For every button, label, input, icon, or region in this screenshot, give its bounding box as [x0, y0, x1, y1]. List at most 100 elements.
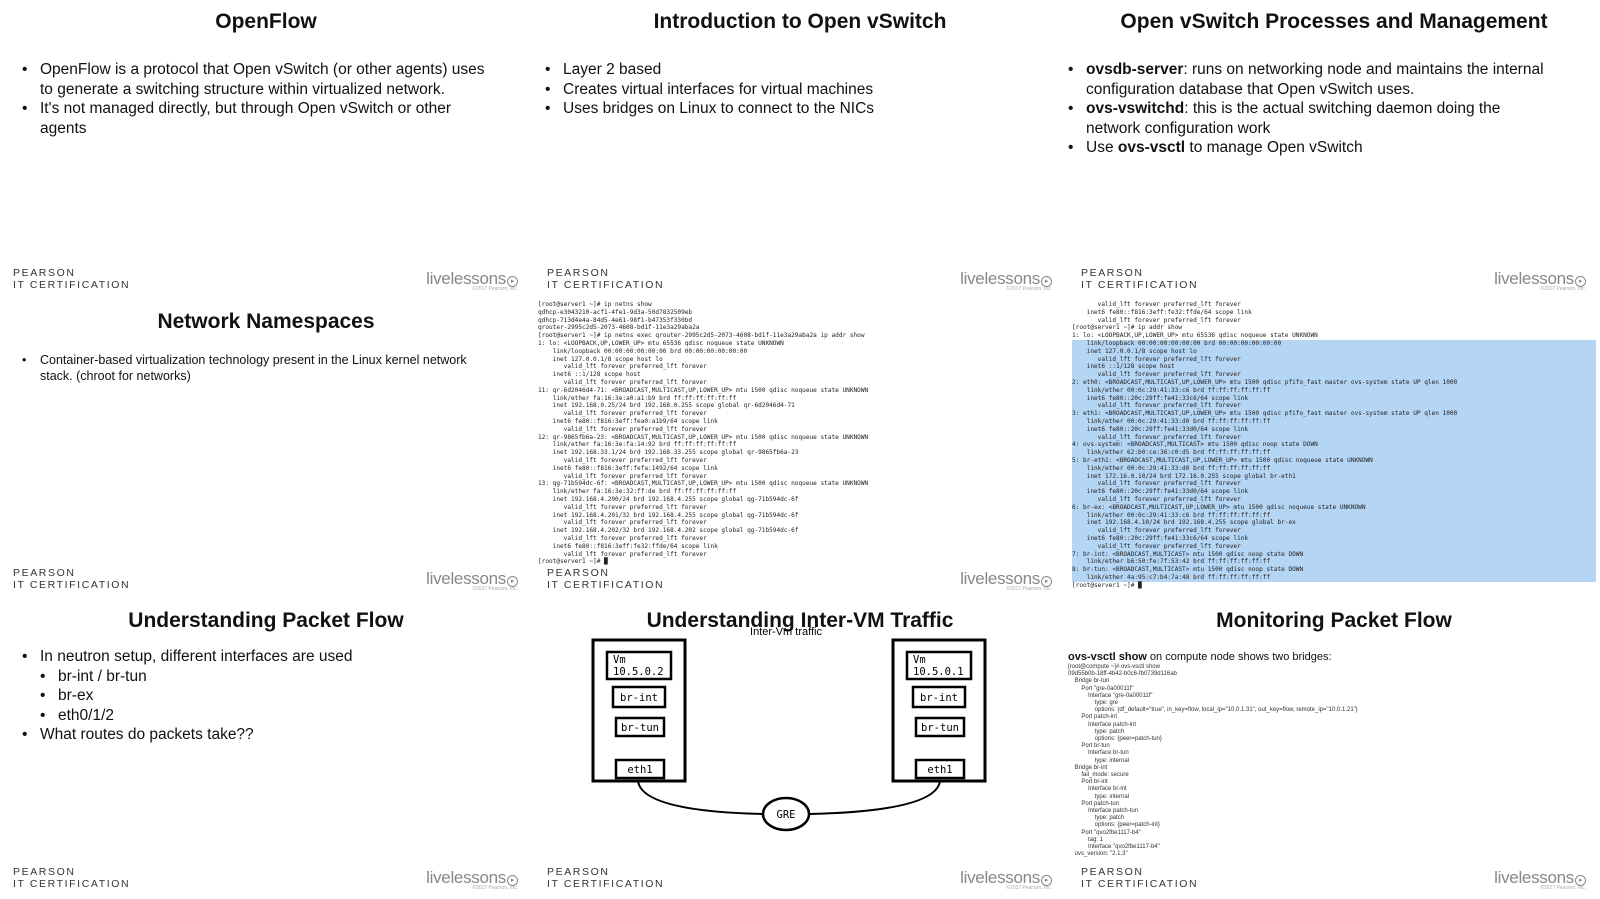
br-tun-right: [914, 716, 966, 738]
terminal-line: link/loopback 00:00:00:00:00:00 brd 00:0…: [538, 347, 748, 355]
terminal-line: [root@server1 ~]# ip netns exec qrouter-…: [538, 332, 865, 340]
slide-title: Network Namespaces: [157, 310, 375, 333]
slide-title: OpenFlow: [215, 10, 317, 33]
terminal-line: link/ether 00:0c:29:41:33:c6 brd ff:ff:f…: [1072, 511, 1596, 520]
terminal-line: valid_lft forever preferred_lft forever: [538, 378, 707, 386]
terminal-line: link/ether fa:16:3e:32:ff:de brd ff:ff:f…: [538, 488, 737, 496]
terminal-line: valid_lft forever preferred_lft forever: [538, 550, 707, 558]
terminal-line: valid_lft forever preferred_lft forever: [1072, 355, 1596, 364]
terminal-ip-addr: valid_lft forever preferred_lft forever …: [1068, 300, 1600, 593]
bullet-item: Uses bridges on Linux to connect to the …: [545, 99, 1045, 119]
livelessons-logo: livelessons▸©2017 Pearson, Inc.: [426, 868, 518, 891]
terminal-line: [root@server1 ~]# █: [538, 558, 608, 566]
svg-text:GRE: GRE: [777, 809, 796, 821]
br-int-left: [611, 685, 667, 709]
terminal-line: valid_lft forever preferred_lft forever: [1072, 402, 1596, 411]
terminal-line: link/ether b6:50:fe:7f:53:42 brd ff:ff:f…: [1072, 558, 1596, 567]
terminal-line: valid_lft forever preferred_lft forever: [1072, 495, 1596, 504]
play-icon: ▸: [1041, 875, 1052, 886]
terminal-line: inet 172.16.0.10/24 brd 172.16.0.255 sco…: [1072, 472, 1596, 481]
terminal-line: qdhcp-713d4e4a-84d5-4e61-98f1-b47353f330…: [538, 316, 693, 324]
terminal-line: link/loopback 00:00:00:00:00:00 brd 00:0…: [1072, 339, 1596, 348]
bullet-item: OpenFlow is a protocol that Open vSwitch…: [22, 60, 492, 99]
terminal-line: valid_lft forever preferred_lft forever: [1072, 433, 1596, 442]
slide-network-namespaces: Network Namespaces Container-based virtu…: [0, 300, 532, 593]
vm-box-left: [605, 650, 673, 681]
slide-title: Introduction to Open vSwitch: [653, 10, 947, 33]
tunnel-line-right: [809, 780, 941, 815]
bullet-item: Container-based virtualization technolog…: [22, 353, 502, 384]
vm-label-right: Vm: [913, 654, 926, 666]
slide-openflow: OpenFlow OpenFlow is a protocol that Ope…: [0, 0, 532, 293]
terminal-line: link/ether 00:0c:29:41:33:d0 brd ff:ff:f…: [1072, 464, 1596, 473]
terminal-line: link/ether fa:16:3e:fa:14:92 brd ff:ff:f…: [538, 441, 737, 449]
terminal-line: valid_lft forever preferred_lft forever: [538, 456, 707, 464]
terminal-line: qdhcp-e3043210-acf1-4fe1-9d3a-50d7832509…: [538, 308, 693, 316]
terminal-line: 1: lo: <LOOPBACK,UP,LOWER_UP> mtu 65536 …: [1072, 332, 1318, 340]
terminal-line: inet6 fe80::20c:29ff:fe41:33d0/64 scope …: [1072, 488, 1596, 496]
play-icon: ▸: [1041, 576, 1052, 587]
play-icon: ▸: [507, 875, 518, 886]
bullet-item: In neutron setup, different interfaces a…: [22, 647, 502, 667]
terminal-line: inet 127.0.0.1/8 scope host lo: [1072, 347, 1596, 356]
terminal-line: [root@server1 ~]# ip netns show: [538, 301, 652, 308]
bullet-list: OpenFlow is a protocol that Open vSwitch…: [22, 60, 492, 138]
terminal-line: inet 127.0.0.1/8 scope host lo: [538, 355, 663, 363]
inter-vm-diagram: Inter-Vm traffic Vm 10.5.0.2 br-int br-t…: [591, 626, 987, 832]
vm-ip-right: 10.5.0.1: [913, 666, 964, 678]
slide-monitoring-packet-flow: Monitoring Packet Flow ovs-vsctl show on…: [1068, 599, 1600, 892]
terminal-line: inet6 fe80::f816:3eff:fea0:a1b9/64 scope…: [538, 417, 718, 425]
terminal-line: 6: br-ex: <BROADCAST,MULTICAST,UP,LOWER_…: [1072, 503, 1596, 512]
svg-text:br-tun: br-tun: [621, 722, 659, 734]
terminal-line: 7: br-int: <BROADCAST,MULTICAST> mtu 150…: [1072, 550, 1596, 559]
vm-box-right: [905, 650, 973, 681]
terminal-line: inet 192.168.0.25/24 brd 192.168.0.255 s…: [538, 402, 795, 410]
terminal-line: 1: lo: <LOOPBACK,UP,LOWER_UP> mtu 65536 …: [538, 339, 784, 347]
livelessons-logo: livelessons▸©2017 Pearson, Inc.: [1494, 868, 1586, 891]
terminal-line: link/ether fa:16:3e:a0:a1:b9 brd ff:ff:f…: [538, 394, 737, 402]
bullet-list: Layer 2 based Creates virtual interfaces…: [545, 60, 1045, 119]
terminal-line: 5: br-eth1: <BROADCAST,MULTICAST,UP,LOWE…: [1072, 456, 1596, 465]
bullet-list: In neutron setup, different interfaces a…: [22, 647, 502, 745]
terminal-line: link/ether 00:0c:29:41:33:c6 brd ff:ff:f…: [1072, 386, 1596, 395]
bullet-item: What routes do packets take??: [22, 725, 502, 745]
eth1-left: [614, 758, 666, 780]
terminal-line: 4: ovs-system: <BROADCAST,MULTICAST> mtu…: [1072, 441, 1596, 450]
terminal-line: inet6 ::1/128 scope host: [538, 371, 641, 379]
bullet-item: eth0/1/2: [22, 706, 502, 726]
svg-text:br-int: br-int: [620, 692, 658, 704]
slide-ovs-processes: Open vSwitch Processes and Management ov…: [1068, 0, 1600, 293]
terminal-line: inet 192.168.33.1/24 brd 192.168.33.255 …: [538, 449, 799, 457]
vm-label-left: Vm: [613, 654, 626, 666]
svg-text:eth1: eth1: [627, 764, 652, 776]
terminal-line: valid_lft forever preferred_lft forever: [538, 472, 707, 480]
terminal-line: valid_lft forever preferred_lft forever: [1072, 527, 1596, 535]
terminal-line: valid_lft forever preferred_lft forever: [538, 363, 707, 371]
monitoring-content: ovs-vsctl show on compute node shows two…: [1068, 599, 1600, 892]
bullet-item: br-ex: [22, 686, 502, 706]
terminal-line: valid_lft forever preferred_lft forever: [538, 425, 707, 433]
tunnel-line-left: [637, 780, 763, 815]
slide-title: Monitoring Packet Flow: [1216, 609, 1452, 632]
terminal-output[interactable]: valid_lft forever preferred_lft forever …: [1068, 300, 1600, 593]
play-icon: ▸: [1575, 875, 1586, 886]
terminal-line: inet6 ::1/128 scope host: [1072, 363, 1596, 372]
terminal-line: inet 192.168.4.201/32 brd 192.168.4.255 …: [538, 511, 799, 519]
terminal-line: valid_lft forever preferred_lft forever: [538, 519, 707, 527]
terminal-line: valid_lft forever preferred_lft forever: [1072, 301, 1241, 308]
terminal-line: link/ether 4a:95:c7:b4:7a:48 brd ff:ff:f…: [1072, 573, 1596, 582]
bullet-item: Layer 2 based: [545, 60, 1045, 80]
eth1-right: [914, 758, 966, 780]
terminal-line: inet6 fe80::20c:29ff:fe41:33c6/64 scope …: [1072, 394, 1596, 403]
